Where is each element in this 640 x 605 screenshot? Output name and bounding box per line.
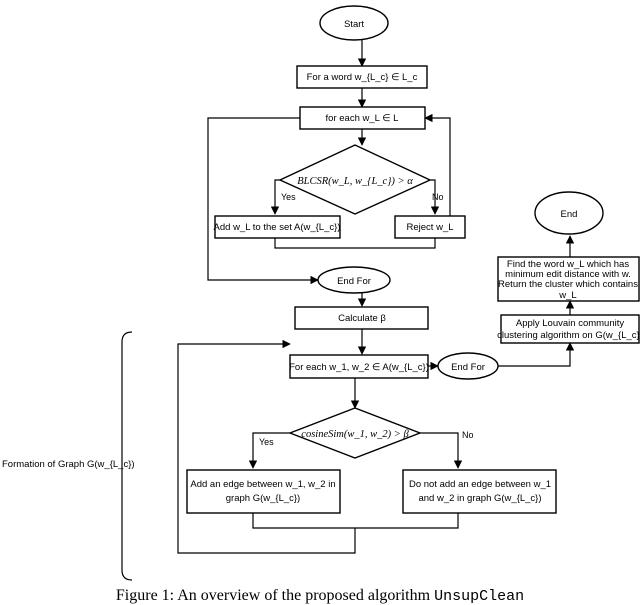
edge-loop-2 (177, 339, 356, 554)
calc-beta-label: Calculate β (338, 313, 386, 324)
figure-caption: Figure 1: An overview of the proposed al… (116, 587, 524, 605)
end-for-1-node (317, 266, 391, 294)
cosine-decision (288, 407, 422, 459)
find-line4: w_L (558, 290, 576, 301)
for-word-label: For a word w_{L_c} ∈ L_c (307, 72, 418, 83)
edge-endfor2-louvain (498, 342, 575, 367)
add-to-set-box (214, 215, 341, 239)
louvain-line2: clustering algorithm on G(w_{L_c}) (497, 330, 640, 341)
yes-label-2: Yes (259, 437, 274, 447)
edge-cosine-no (420, 432, 463, 469)
add-edge-box (186, 469, 341, 514)
cosine-label: cosineSim(w_1, w_2) > β (301, 429, 409, 440)
caption-code: UnsupClean (434, 588, 524, 605)
start-label: Start (344, 19, 364, 30)
no-label-2: No (462, 430, 474, 440)
no-edge-line2: and w_2 in graph G(w_{L_c}) (418, 493, 541, 504)
end-label: End (561, 209, 578, 220)
side-label: Formation of Graph G(w_{L_c}) (2, 459, 135, 470)
for-each-pair-box (289, 354, 429, 379)
add-edge-line2: graph G(w_{L_c}) (226, 493, 300, 504)
caption-text: Figure 1: An overview of the proposed al… (116, 587, 431, 604)
end-for-1-label: End For (337, 276, 371, 287)
find-box (497, 256, 640, 302)
no-label-1: No (432, 192, 444, 202)
for-each-wl-box (299, 106, 426, 130)
start-node (319, 5, 389, 41)
edge-blcsr-no (430, 179, 440, 215)
find-line1: Find the word w_L which has (507, 259, 629, 270)
end-node (534, 191, 604, 235)
graph-bracket (121, 331, 133, 581)
add-to-set-label: Add w_L to the set A(w_{L_c}) (214, 222, 341, 233)
add-edge-line1: Add an edge between w_1, w_2 in (190, 479, 335, 490)
end-for-2-node (437, 352, 499, 380)
edge-blcsr-yes (270, 179, 280, 215)
yes-label-1: Yes (281, 192, 296, 202)
end-for-2-label: End For (451, 362, 485, 373)
blcsr-decision (278, 144, 432, 215)
for-word-box (296, 65, 428, 89)
edge-cosine-yes (248, 432, 290, 469)
edge-merge-1 (274, 237, 436, 249)
no-edge-box (402, 469, 557, 514)
edge-merge-2 (252, 513, 459, 529)
reject-box (394, 215, 466, 239)
reject-label: Reject w_L (407, 222, 454, 233)
louvain-box (500, 314, 640, 344)
find-line2: minimum edit distance with w. (505, 269, 631, 280)
louvain-line1: Apply Louvain community (516, 318, 624, 329)
calc-beta-box (294, 306, 429, 330)
for-each-wl-label: for each w_L ∈ L (326, 113, 399, 124)
for-each-pair-label: For each w_1, w_2 ∈ A(w_{L_c}) (289, 362, 429, 373)
find-line3: Return the cluster which contains (498, 279, 638, 290)
blcsr-label: BLCSR(w_L, w_{L_c}) > α (297, 176, 413, 187)
edge-foreach-endfor (207, 117, 319, 285)
no-edge-line1: Do not add an edge between w_1 (409, 479, 551, 490)
